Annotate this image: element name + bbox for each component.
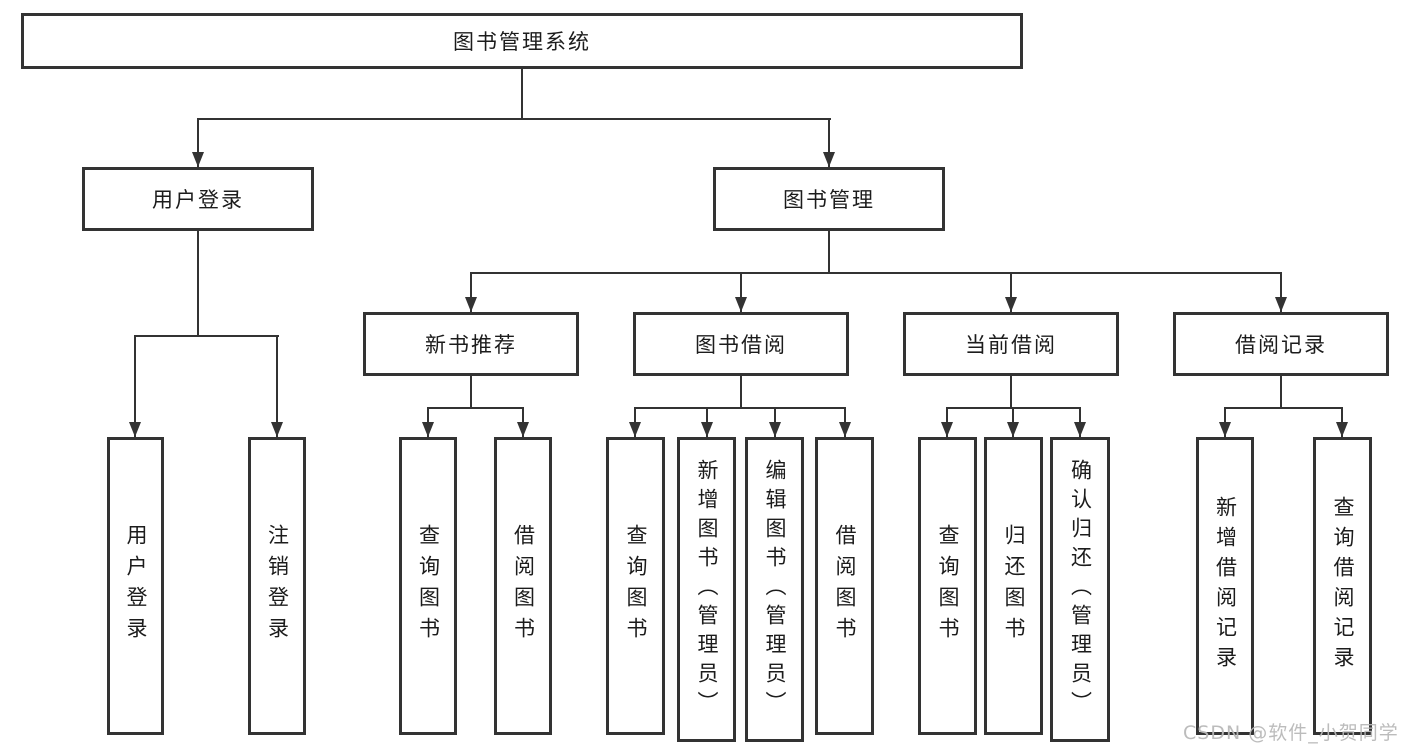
arrow-to-cb-return [1007, 407, 1019, 437]
node-user-login: 用户登录 [82, 167, 314, 231]
node-root: 图书管理系统 [21, 13, 1023, 69]
leaf-br-query-record: 查询借阅记录 [1313, 437, 1372, 735]
arrow-to-nb-borrow [517, 407, 529, 437]
leaf-br-add-record: 新增借阅记录 [1196, 437, 1254, 735]
node-book-mgmt: 图书管理 [713, 167, 945, 231]
connector-book-borrow-stem [740, 376, 742, 407]
arrow-to-bb-query [629, 407, 641, 437]
arrow-to-bb-add [701, 407, 713, 437]
arrow-to-bb-edit [769, 407, 781, 437]
node-book-borrow: 图书借阅 [633, 312, 849, 376]
arrow-to-user-login [192, 118, 204, 167]
arrow-to-ul-login [129, 335, 141, 437]
arrow-to-current-borrow [1005, 272, 1017, 312]
leaf-bb-borrow-books: 借阅图书 [815, 437, 874, 735]
arrow-to-cb-query [941, 407, 953, 437]
connector-book-borrow-rail [634, 407, 846, 409]
arrow-to-new-book-rec [465, 272, 477, 312]
arrow-to-nb-query [422, 407, 434, 437]
arrow-to-book-borrow [735, 272, 747, 312]
connector-book-mgmt-stem [828, 231, 830, 272]
connector-level2-rail [197, 118, 831, 120]
connector-borrow-record-stem [1280, 376, 1282, 407]
leaf-bb-edit-books-admin: 编辑图书（管理员） [745, 437, 804, 742]
connector-user-login-rail [134, 335, 279, 337]
connector-level3-rail [470, 272, 1282, 274]
arrow-to-cb-confirm [1074, 407, 1086, 437]
leaf-cb-query-books: 查询图书 [918, 437, 977, 735]
arrow-to-br-add [1219, 407, 1231, 437]
csdn-watermark: CSDN @软件_小贺同学 [1183, 722, 1399, 744]
node-new-book-rec: 新书推荐 [363, 312, 579, 376]
connector-new-book-rec-rail [427, 407, 524, 409]
leaf-bb-add-books-admin: 新增图书（管理员） [677, 437, 736, 742]
arrow-to-bb-borrow [839, 407, 851, 437]
connector-user-login-stem [197, 231, 199, 335]
leaf-user-login: 用户登录 [107, 437, 164, 735]
node-borrow-record: 借阅记录 [1173, 312, 1389, 376]
arrow-to-ul-logout [271, 335, 283, 437]
connector-new-book-rec-stem [470, 376, 472, 407]
connector-current-borrow-stem [1010, 376, 1012, 407]
arrow-to-borrow-record [1275, 272, 1287, 312]
leaf-nb-borrow-books: 借阅图书 [494, 437, 552, 735]
connector-borrow-record-rail [1224, 407, 1343, 409]
leaf-cb-return-books: 归还图书 [984, 437, 1043, 735]
leaf-cb-confirm-return-admin: 确认归还（管理员） [1050, 437, 1110, 742]
leaf-bb-query-books: 查询图书 [606, 437, 665, 735]
leaf-nb-query-books: 查询图书 [399, 437, 457, 735]
arrow-to-book-mgmt [823, 118, 835, 167]
leaf-logout: 注销登录 [248, 437, 306, 735]
arrow-to-br-query [1336, 407, 1348, 437]
connector-root-stem [521, 69, 523, 118]
node-current-borrow: 当前借阅 [903, 312, 1119, 376]
